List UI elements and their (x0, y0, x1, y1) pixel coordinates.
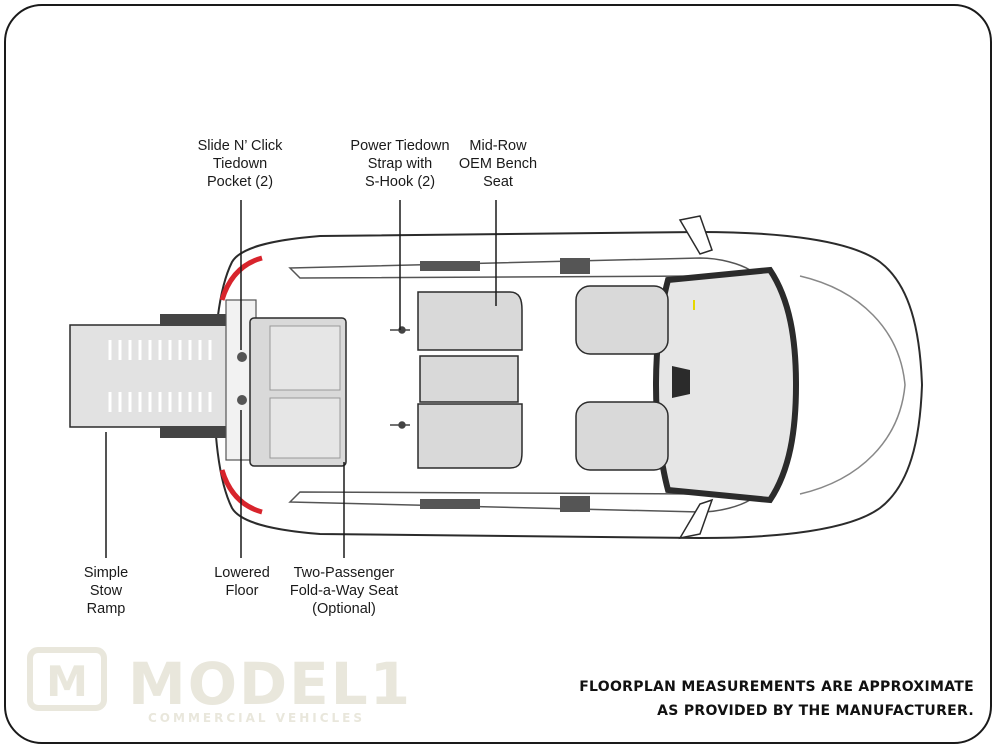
label-power-tiedown: Power Tiedown Strap with S-Hook (2) (350, 138, 450, 190)
floorplan-note-line2: AS PROVIDED BY THE MANUFACTURER. (657, 703, 974, 719)
front-seats (575, 285, 669, 471)
label-mid-row-bench: Mid-Row OEM Bench Seat (458, 138, 538, 190)
page-frame (4, 4, 992, 744)
label-fold-a-way-seat: Two-Passenger Fold-a-Way Seat (Optional) (289, 565, 399, 617)
fold-a-way-seat (249, 317, 347, 467)
simple-stow-ramp (69, 314, 231, 438)
mid-row-bench-seat (417, 291, 523, 469)
svg-text:COMMERCIAL VEHICLES: COMMERCIAL VEHICLES (148, 711, 365, 725)
label-slide-click-tiedown: Slide N’ Click Tiedown Pocket (2) (197, 138, 283, 190)
svg-text:M: M (46, 657, 88, 706)
label-lowered-floor: Lowered Floor (214, 565, 270, 599)
label-simple-stow-ramp: Simple Stow Ramp (83, 565, 129, 617)
floorplan-note-line1: FLOORPLAN MEASUREMENTS ARE APPROXIMATE (579, 679, 974, 695)
leader-lines (105, 200, 497, 558)
model1-logo: M MODEL1 COMMERCIAL VEHICLES (27, 647, 412, 725)
svg-text:MODEL1: MODEL1 (128, 650, 412, 718)
